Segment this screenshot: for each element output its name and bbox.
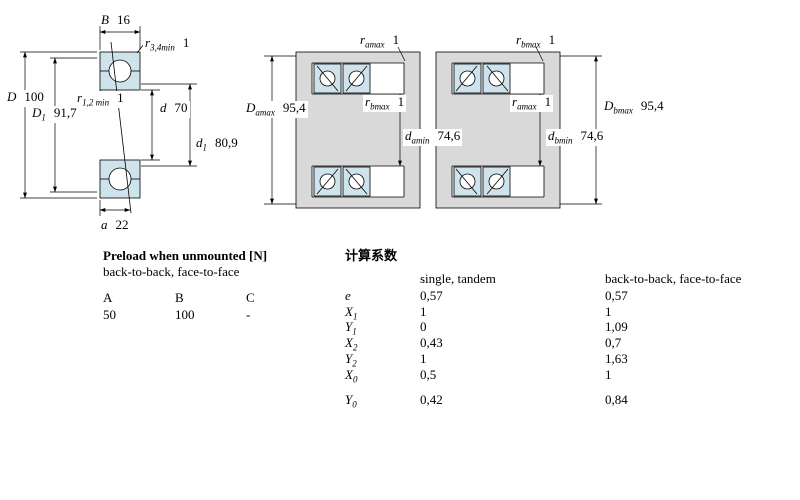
factor-value-paired: 0,84	[605, 392, 628, 407]
preload-value-A: 50	[103, 307, 116, 322]
factor-row-label: e	[345, 288, 351, 303]
preload-col-C: C	[246, 290, 255, 305]
factor-row-label: X1	[345, 304, 358, 322]
preload-col-B: B	[175, 290, 184, 305]
figure-pair-back-to-back	[264, 46, 421, 209]
factor-row-label: Y2	[345, 351, 357, 369]
factor-value-single: 1	[420, 304, 427, 319]
factor-row-label: X2	[345, 335, 358, 353]
preload-value-C: -	[246, 307, 251, 322]
factors-col1-header: single, tandem	[420, 271, 496, 286]
factors-table-title: 计算系数	[345, 248, 398, 263]
housing-section	[436, 52, 560, 63]
factor-value-single: 0,5	[420, 367, 437, 382]
figure-single-bearing	[99, 41, 141, 214]
factor-value-paired: 1	[605, 367, 612, 382]
factors-col2-header: back-to-back, face-to-face	[605, 271, 742, 286]
preload-col-A: A	[103, 290, 113, 305]
contact-angle-line	[110, 41, 132, 214]
housing-section	[296, 52, 420, 63]
factor-value-paired: 1,63	[605, 351, 628, 366]
factor-value-paired: 0,7	[605, 335, 622, 350]
factor-value-single: 1	[420, 351, 427, 366]
factor-row-label: Y1	[345, 319, 357, 337]
housing-section	[296, 197, 420, 208]
factor-value-paired: 0,57	[605, 288, 628, 303]
factor-row-label: Y0	[345, 392, 357, 410]
factor-value-single: 0	[420, 319, 427, 334]
factor-value-paired: 1,09	[605, 319, 628, 334]
preload-table-title: Preload when unmounted [N]	[103, 248, 268, 263]
preload-value-B: 100	[175, 307, 195, 322]
bearing-ball	[108, 59, 132, 83]
bearing-section	[342, 166, 371, 197]
figure-pair-face-to-face	[435, 46, 602, 209]
factor-value-single: 0,42	[420, 392, 443, 407]
preload-table-subtitle: back-to-back, face-to-face	[103, 264, 240, 279]
figure-single-dimension-lines	[20, 26, 197, 216]
factor-value-single: 0,57	[420, 288, 443, 303]
factor-row-label: X0	[345, 367, 358, 385]
factor-value-single: 0,43	[420, 335, 443, 350]
factor-value-paired: 1	[605, 304, 612, 319]
housing-section	[436, 197, 560, 208]
